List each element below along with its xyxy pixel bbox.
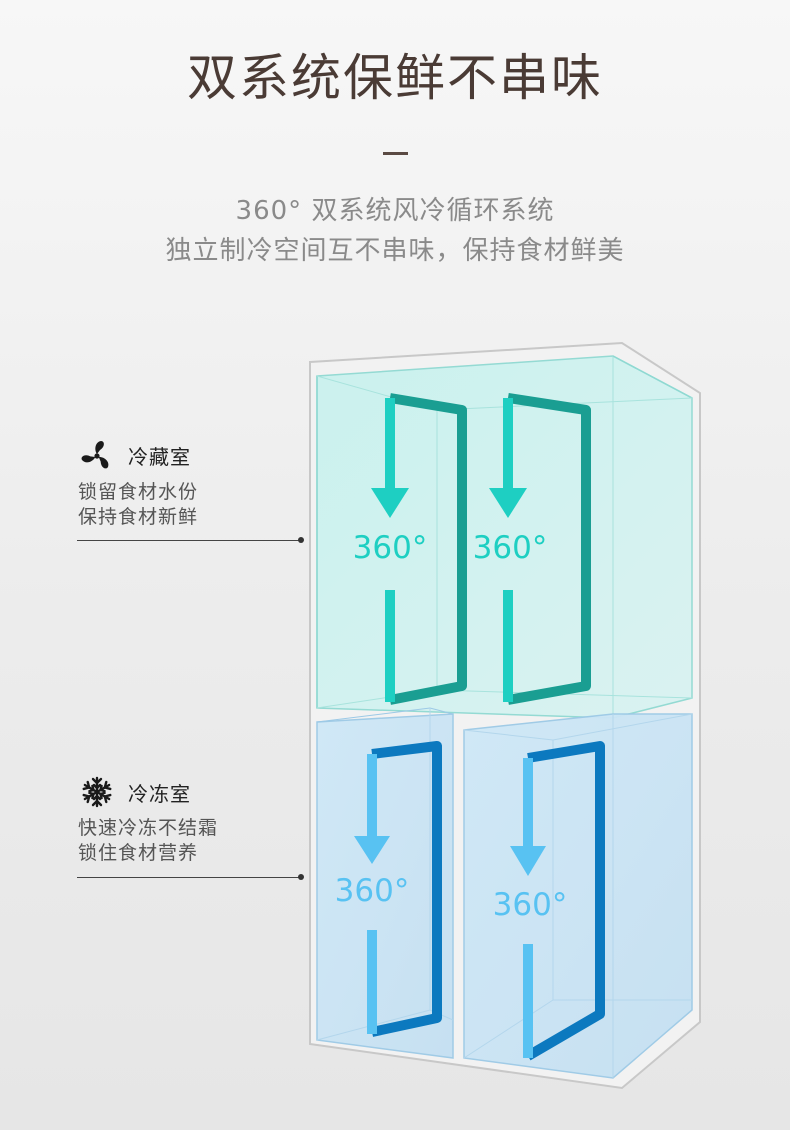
freezer-zone-description: 快速冷冻不结霜 锁住食材营养 [78, 816, 218, 866]
fridge-desc-line-1: 锁留食材水份 [78, 481, 199, 503]
freezer-zone-name: 冷冻室 [128, 781, 191, 806]
fridge-zone-name: 冷藏室 [128, 444, 191, 469]
title-divider [383, 152, 408, 155]
fridge-airflow-loop-1 [371, 393, 467, 705]
fridge-zone-heading: 冷藏室 [80, 438, 191, 472]
fridge-airflow-label-2: 360° [473, 530, 548, 566]
fridge-leader-line [77, 540, 301, 541]
fan-icon [80, 438, 114, 472]
fridge-leader-dot [298, 537, 304, 543]
freezer-leader-dot [298, 874, 304, 880]
page-title: 双系统保鲜不串味 [187, 49, 603, 107]
subtitle-line-2: 独立制冷空间互不串味，保持食材鲜美 [165, 236, 625, 266]
freezer-airflow-label-2: 360° [493, 887, 568, 923]
subtitle-line-1: 360° 双系统风冷循环系统 [235, 196, 555, 226]
freezer-compartment-left [316, 707, 454, 1059]
freezer-zone-heading: 冷冻室 [80, 775, 191, 809]
freezer-desc-line-1: 快速冷冻不结霜 [78, 817, 219, 839]
freezer-airflow-loop-1 [354, 741, 442, 1037]
freezer-airflow-loop-2 [510, 741, 605, 1061]
freezer-compartment-right [463, 713, 693, 1079]
snowflake-icon [80, 775, 114, 809]
freezer-leader-line [77, 877, 301, 878]
fridge-zone-description: 锁留食材水份 保持食材新鲜 [78, 480, 198, 530]
fridge-airflow-label-1: 360° [353, 530, 428, 566]
freezer-desc-line-2: 锁住食材营养 [78, 842, 199, 864]
freezer-airflow-label-1: 360° [335, 873, 410, 909]
fridge-airflow-loop-2 [489, 393, 591, 705]
fridge-desc-line-2: 保持食材新鲜 [78, 506, 199, 528]
